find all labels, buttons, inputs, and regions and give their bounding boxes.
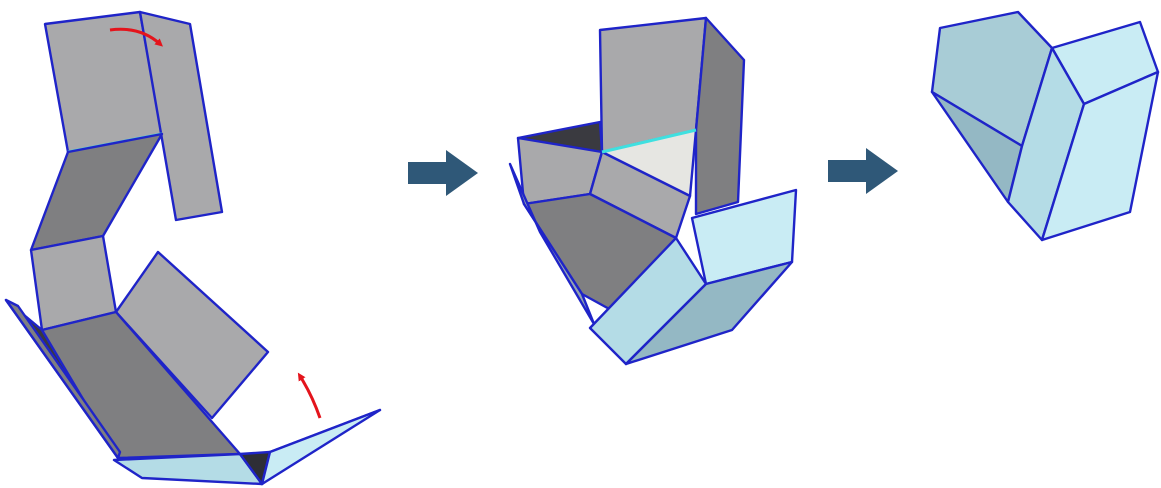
net-face-left-sliver	[4, 298, 122, 460]
fold-arrow-bottom	[297, 372, 322, 419]
partial-face-front-blue-bottom	[624, 260, 794, 366]
net-face-top-right-flap	[138, 10, 224, 222]
step-arrow-2	[828, 148, 898, 194]
fold-arrow-top	[109, 27, 163, 47]
partial-face-left-wall	[508, 162, 596, 326]
step-3-folded-solid	[930, 10, 1160, 242]
solid-face-front-right	[1040, 70, 1160, 242]
step-arrow-1	[408, 150, 478, 196]
step-2-partially-folded	[508, 16, 798, 366]
partial-face-right-side	[694, 16, 746, 216]
net-face-right-square	[114, 250, 270, 420]
solid-face-center	[1006, 46, 1086, 242]
net-face-diagonal	[29, 132, 164, 252]
net-face-bottom-right-flap-2	[260, 408, 382, 486]
net-face-bottom-blue	[112, 452, 264, 486]
step-1-unfolded-net	[4, 10, 382, 486]
partial-highlight-edge	[601, 128, 697, 154]
